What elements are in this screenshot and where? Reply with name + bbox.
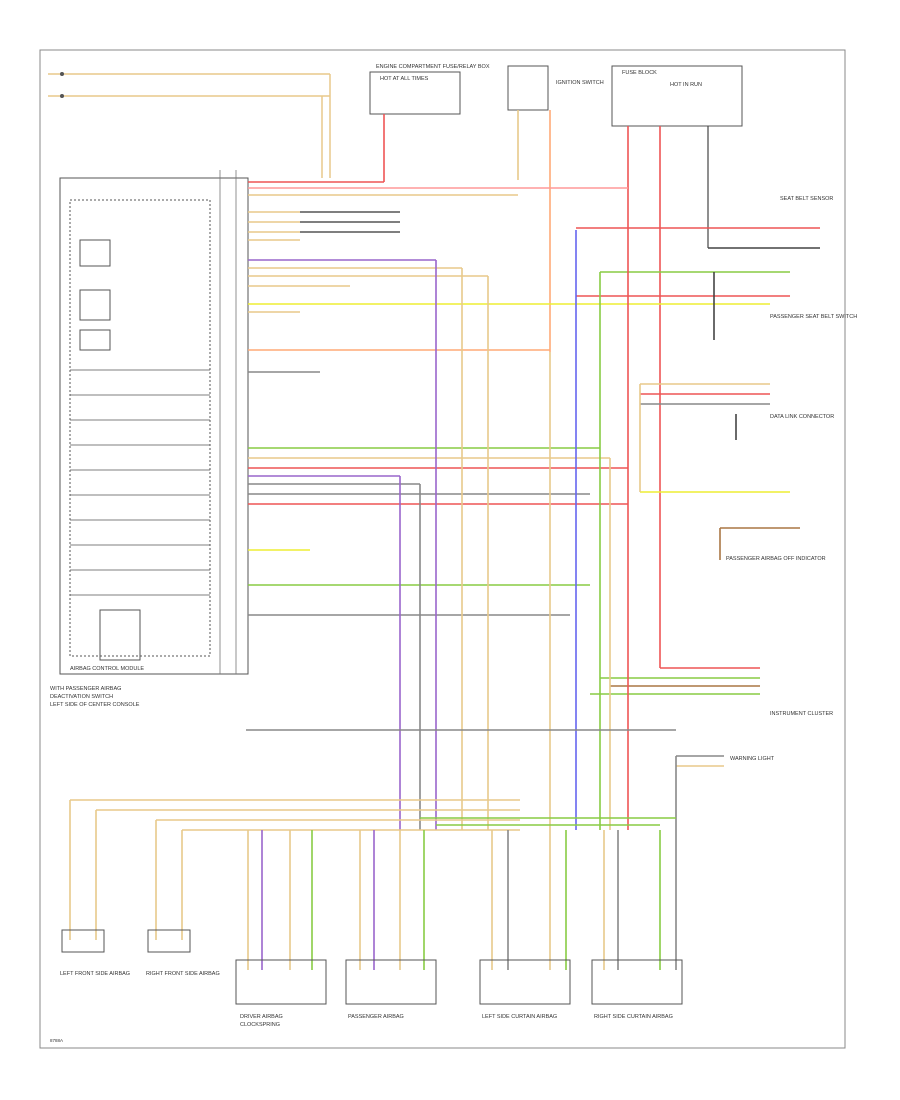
- module-notes: WITH PASSENGER AIRBAG DEACTIVATION SWITC…: [50, 686, 140, 708]
- bottom-components: LEFT FRONT SIDE AIRBAG RIGHT FRONT SIDE …: [60, 929, 683, 1028]
- label-hot-at-all-times: HOT AT ALL TIMES: [380, 76, 429, 82]
- passenger-airbag-box: [345, 959, 437, 1005]
- vertical-wires: [246, 190, 737, 830]
- label-fuse-block: FUSE BLOCK: [622, 70, 657, 76]
- right-curtain-airbag-box: [591, 959, 683, 1005]
- figure-code: 8788A: [50, 1038, 63, 1043]
- note-1: WITH PASSENGER AIRBAG: [50, 686, 121, 692]
- diagram-frame: [39, 49, 846, 1049]
- driver-airbag-box: [235, 959, 327, 1005]
- right-labels: SEAT BELT SENSOR PASSENGER SEAT BELT SWI…: [376, 64, 857, 762]
- airbag-connectors: [69, 800, 677, 970]
- fuse-box-left: HOT AT ALL TIMES: [369, 71, 461, 182]
- note-2: DEACTIVATION SWITCH: [50, 694, 113, 700]
- label-right-side-curtain-airbag: RIGHT SIDE CURTAIN AIRBAG: [594, 1014, 673, 1020]
- label-clockspring: CLOCKSPRING: [240, 1022, 280, 1028]
- label-instrument-cluster: INSTRUMENT CLUSTER: [770, 711, 833, 717]
- label-engine-fuse-box: ENGINE COMPARTMENT FUSE/RELAY BOX: [376, 64, 490, 70]
- label-passenger-seat-belt-switch: PASSENGER SEAT BELT SWITCH: [770, 314, 857, 320]
- ignition-switch: IGNITION SWITCH: [507, 65, 604, 352]
- label-right-front-side-airbag: RIGHT FRONT SIDE AIRBAG: [146, 971, 220, 977]
- fuse-block-right: FUSE BLOCK HOT IN RUN: [611, 65, 743, 668]
- label-driver-airbag: DRIVER AIRBAG: [240, 1014, 283, 1020]
- label-ignition-switch: IGNITION SWITCH: [556, 80, 604, 86]
- note-3: LEFT SIDE OF CENTER CONSOLE: [50, 702, 140, 708]
- left-front-side-airbag: [61, 929, 105, 953]
- label-passenger-airbag-off-indicator: PASSENGER AIRBAG OFF INDICATOR: [726, 556, 826, 562]
- label-data-link-connector: DATA LINK CONNECTOR: [770, 414, 834, 420]
- label-left-front-side-airbag: LEFT FRONT SIDE AIRBAG: [60, 971, 130, 977]
- label-warning-light: WARNING LIGHT: [730, 756, 775, 762]
- top-left-feed: [48, 72, 331, 178]
- module-label: AIRBAG CONTROL MODULE: [70, 666, 144, 672]
- module-wires: [248, 181, 820, 767]
- bottom-distribution: [70, 799, 676, 831]
- label-hot-in-run: HOT IN RUN: [670, 82, 702, 88]
- right-front-side-airbag: [147, 929, 191, 953]
- label-passenger-airbag: PASSENGER AIRBAG: [348, 1014, 404, 1020]
- airbag-control-module: AIRBAG CONTROL MODULE: [59, 170, 249, 675]
- label-left-side-curtain-airbag: LEFT SIDE CURTAIN AIRBAG: [482, 1014, 557, 1020]
- left-curtain-airbag-box: [479, 959, 571, 1005]
- label-seat-belt-sensor: SEAT BELT SENSOR: [780, 196, 833, 202]
